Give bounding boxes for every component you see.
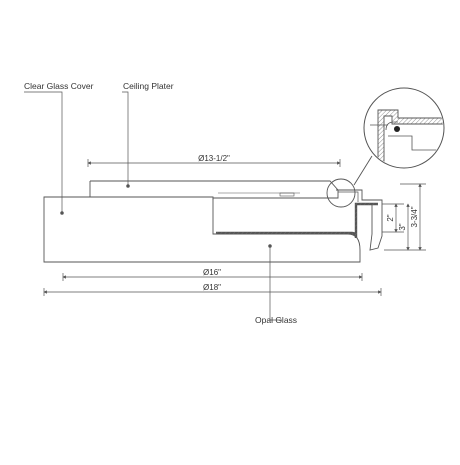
clear-glass-cover-shape <box>43 196 361 263</box>
vertical-dimensions <box>382 183 426 251</box>
label-ceiling-plater: Ceiling Plater <box>123 81 174 91</box>
dim-height-3: 3" <box>398 223 407 230</box>
callout-leaders <box>24 91 282 321</box>
opal-glass-shape <box>216 189 383 251</box>
dim-height-3-3-4: 3-3/4" <box>410 206 419 227</box>
label-opal-glass: Opal Glass <box>255 315 297 325</box>
dim-opal-diameter: Ø16" <box>203 268 221 277</box>
horizontal-dimensions <box>43 159 382 296</box>
label-clear-glass-cover: Clear Glass Cover <box>24 81 94 91</box>
dim-plater-diameter: Ø13-1/2" <box>198 154 230 163</box>
dim-height-2: 2" <box>386 214 395 221</box>
magnified-detail <box>363 87 445 169</box>
detail-callout-circle <box>326 155 373 208</box>
gasket-icon <box>394 126 400 132</box>
dim-cover-diameter: Ø18" <box>203 283 221 292</box>
